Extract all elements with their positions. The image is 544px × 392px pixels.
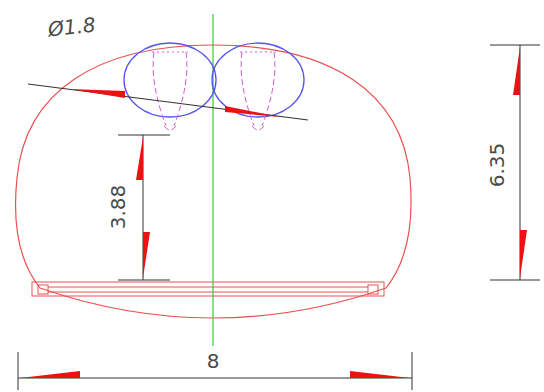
arrow-head — [70, 89, 125, 98]
diameter-label: Ø1.8 — [47, 15, 96, 40]
arrow-head — [225, 106, 280, 117]
fan-dash — [152, 52, 276, 130]
dimension-label: 3.88 — [108, 185, 128, 230]
dimension-label: 8 — [207, 351, 220, 371]
center-line — [212, 14, 213, 346]
road-slab — [32, 282, 384, 296]
leader-line — [28, 84, 308, 120]
dimension-label: 6.35 — [487, 143, 507, 188]
dimension-line — [18, 352, 412, 390]
fan-circle — [212, 43, 304, 117]
